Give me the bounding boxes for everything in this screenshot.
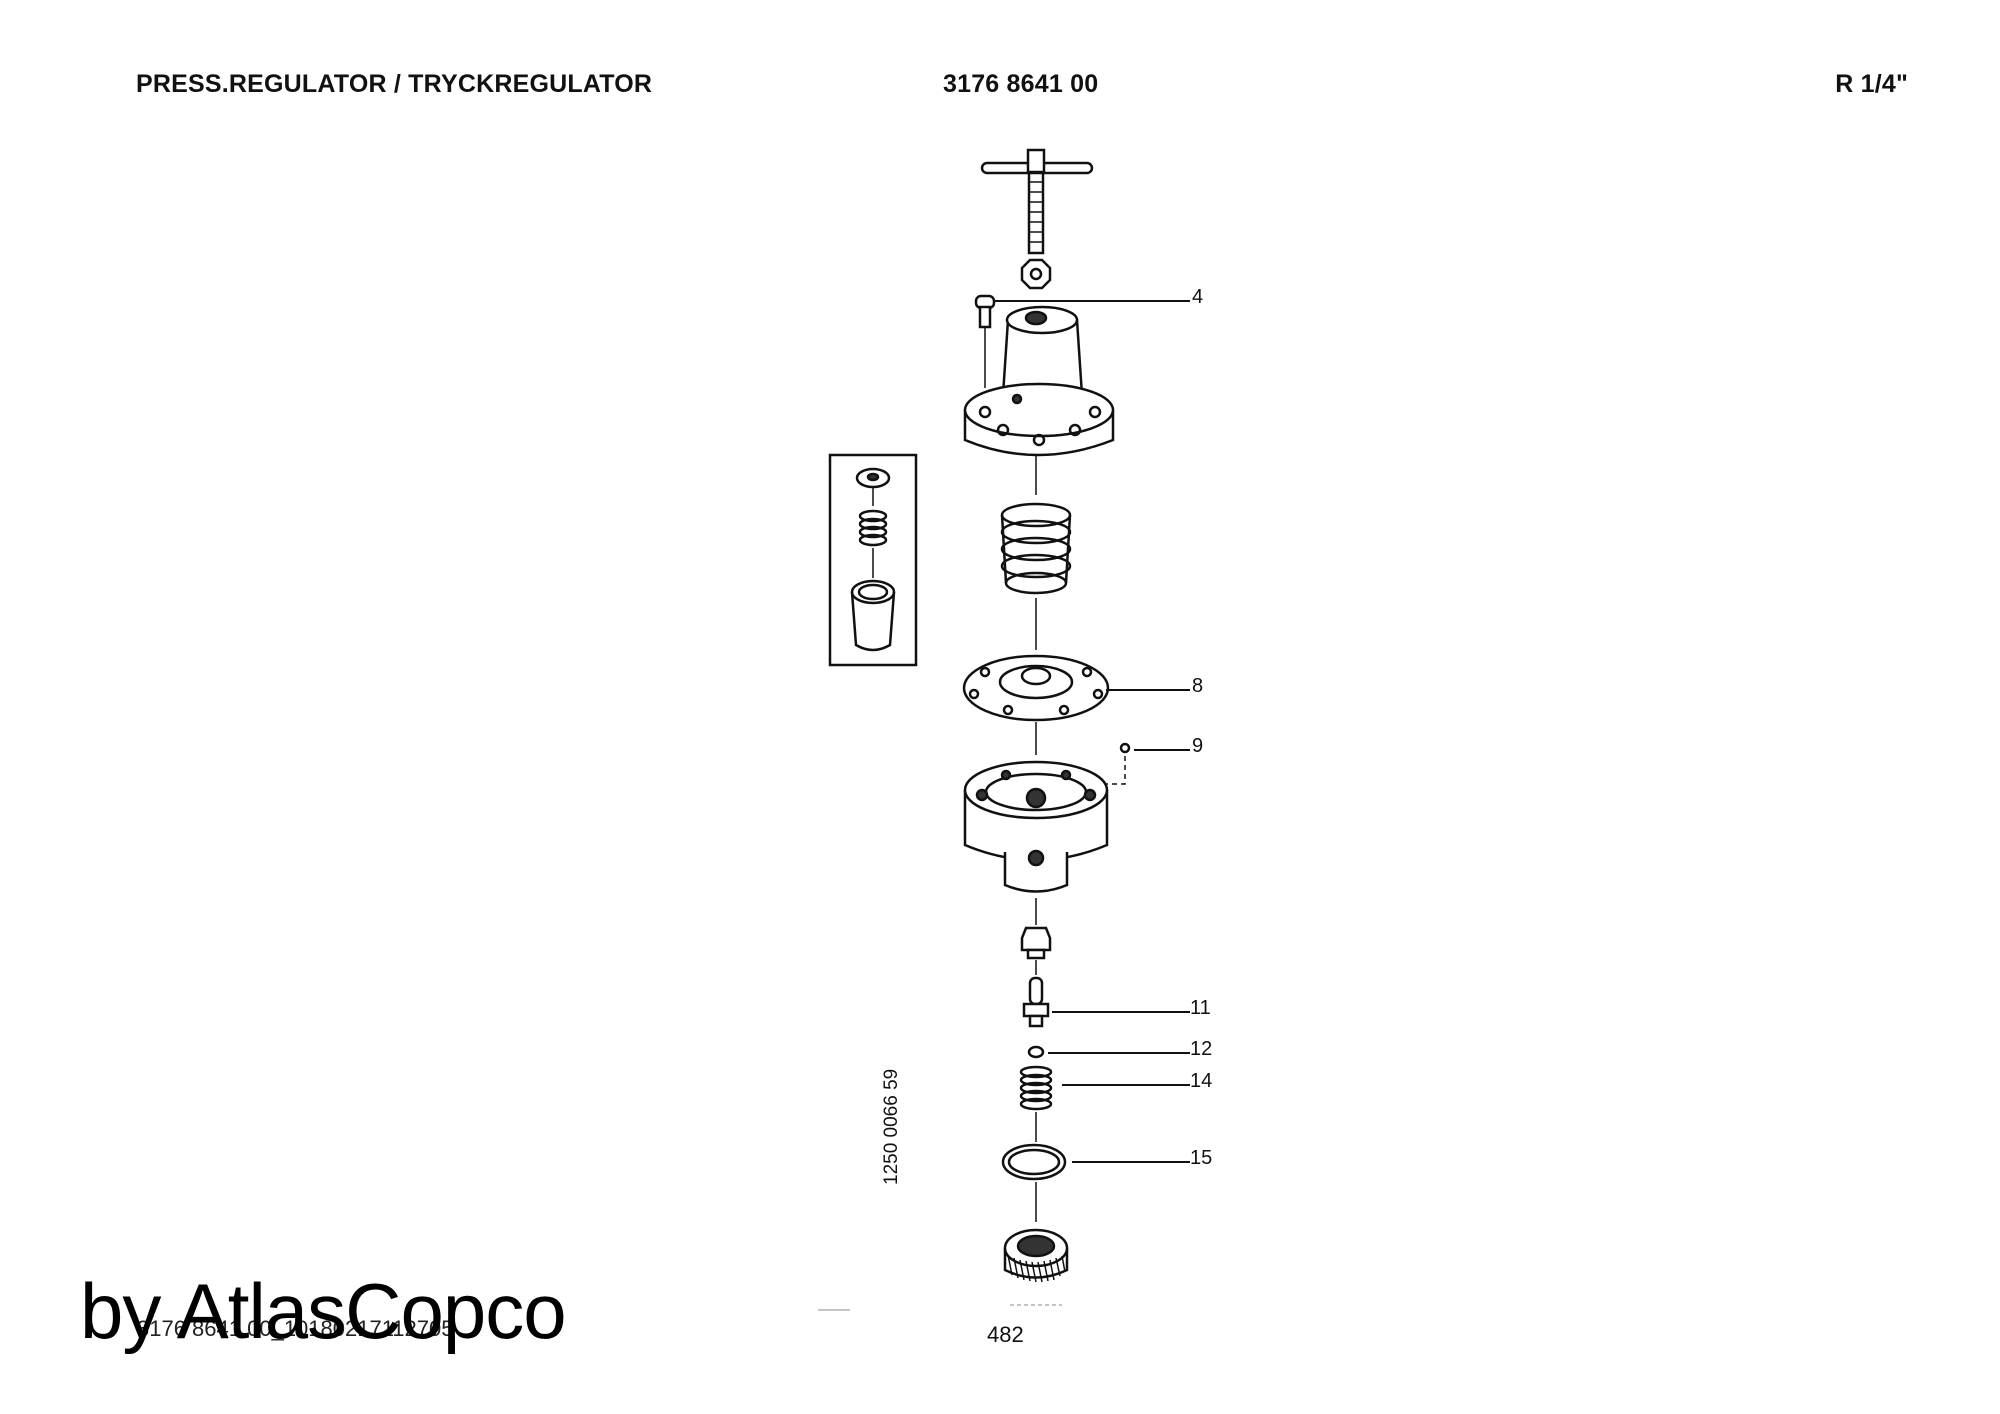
page-number: 482 bbox=[987, 1322, 1024, 1347]
valve-stem bbox=[1022, 976, 1050, 1028]
valve-spring bbox=[1019, 1065, 1053, 1111]
callout-14: 14 bbox=[1190, 1070, 1212, 1092]
part-number: 3176 8641 00 bbox=[943, 70, 1099, 98]
callout-12: 12 bbox=[1190, 1038, 1212, 1060]
valve-seat bbox=[1020, 926, 1052, 960]
knurled-plug bbox=[1003, 1228, 1069, 1283]
lock-nut bbox=[1020, 258, 1052, 290]
callout-8: 8 bbox=[1192, 675, 1203, 697]
brand-watermark: by AtlasCopco bbox=[80, 1267, 567, 1355]
drawing-number: 1250 0066 59 bbox=[881, 1068, 902, 1185]
small-o-ring bbox=[1027, 1045, 1045, 1059]
diaphragm bbox=[962, 654, 1110, 722]
inset-detail-box bbox=[828, 453, 918, 667]
check-ball bbox=[1119, 742, 1131, 754]
main-spring bbox=[1000, 502, 1072, 595]
callout-11: 11 bbox=[1190, 997, 1211, 1019]
callout-15: 15 bbox=[1190, 1147, 1212, 1169]
callout-9: 9 bbox=[1192, 735, 1203, 757]
t-handle-screw bbox=[980, 148, 1094, 255]
thread-size: R 1/4" bbox=[1835, 70, 1908, 98]
large-o-ring bbox=[1001, 1143, 1067, 1181]
document-id: 3176 8641 00_10180217112705 bbox=[137, 1316, 454, 1341]
spring-bonnet bbox=[963, 305, 1115, 457]
document-title: PRESS.REGULATOR / TRYCKREGULATOR bbox=[136, 70, 653, 98]
valve-body bbox=[963, 760, 1109, 893]
cover-screw bbox=[974, 294, 996, 388]
callout-4: 4 bbox=[1192, 286, 1203, 308]
